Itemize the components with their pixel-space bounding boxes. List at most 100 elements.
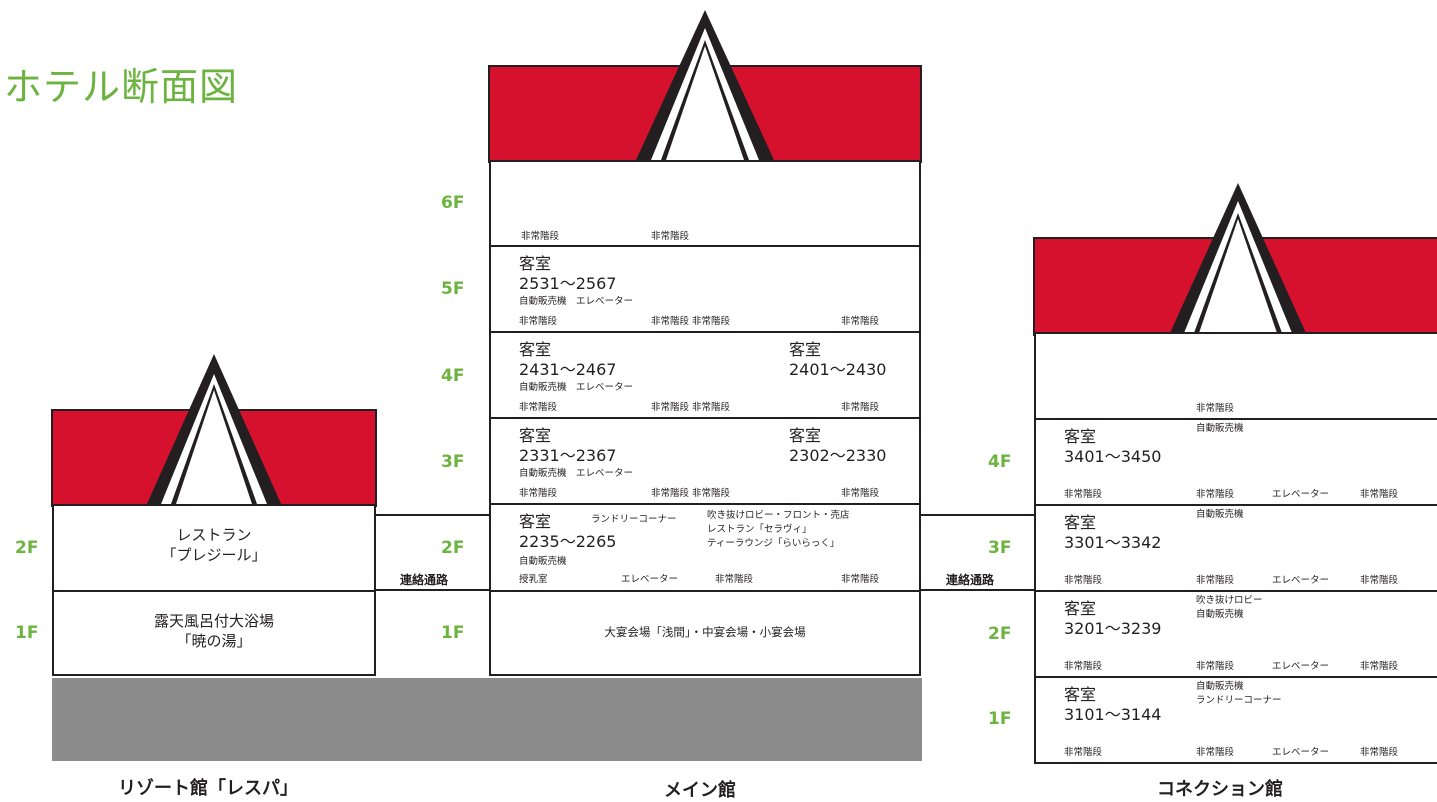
conn-2f-range: 3201〜3239 xyxy=(1064,619,1162,638)
diagram-title: ホテル断面図 xyxy=(4,65,239,109)
main-floor-5f: 客室 2531〜2567 自動販売機 エレベーター 非常階段 非常階段 非常階段… xyxy=(489,245,921,333)
main-4f-range-right: 2401〜2430 xyxy=(789,360,887,379)
passage-label-left: 連絡通路 xyxy=(400,573,449,587)
passage-line-right-bottom xyxy=(921,589,1034,591)
main-1f-banquet: 大宴会場「浅間」・中宴会場・小宴会場 xyxy=(604,625,806,639)
main-3f-range-right: 2302〜2330 xyxy=(789,446,887,465)
conn-3f-stairs-1: 非常階段 xyxy=(1064,575,1103,586)
main-5f-stairs-a: 非常階段 xyxy=(519,316,558,327)
main-2f-vending: 自動販売機 xyxy=(519,556,567,567)
conn-floor-4f: 自動販売機 客室 3401〜3450 非常階段 非常階段 エレベーター 非常階段 xyxy=(1034,418,1437,506)
resort-floor-2f: レストラン 「プレジール」 xyxy=(52,504,376,592)
conn-2f-stairs-3: 非常階段 xyxy=(1360,661,1399,672)
conn-1f-stairs-3: 非常階段 xyxy=(1360,747,1399,758)
main-building-name: メイン館 xyxy=(664,780,736,801)
main-4f-stairs-c: 非常階段 xyxy=(841,402,880,413)
conn-label-3f: 3F xyxy=(988,538,1012,558)
main-4f-range: 2431〜2467 xyxy=(519,360,617,379)
resort-roof xyxy=(51,354,377,507)
conn-4f-stairs-1: 非常階段 xyxy=(1064,489,1103,500)
resort-building-name: リゾート館「レスパ」 xyxy=(118,778,298,799)
conn-3f-vending: 自動販売機 xyxy=(1196,509,1244,520)
conn-floor-top: 非常階段 xyxy=(1034,332,1437,420)
conn-3f-range: 3301〜3342 xyxy=(1064,533,1162,552)
resort-label-1f: 1F xyxy=(15,623,39,643)
main-6f-stairs-b: 非常階段 xyxy=(651,231,690,242)
conn-3f-stairs-2: 非常階段 xyxy=(1196,575,1235,586)
main-2f-restaurant: レストラン「セラヴィ」 xyxy=(707,524,812,535)
conn-3f-elevator: エレベーター xyxy=(1272,575,1330,586)
conn-1f-stairs-2: 非常階段 xyxy=(1196,747,1235,758)
passage-line-right-top xyxy=(921,514,1034,516)
conn-1f-room: 客室 xyxy=(1064,685,1097,704)
passage-label-right: 連絡通路 xyxy=(946,573,995,587)
main-3f-stairs-c: 非常階段 xyxy=(841,488,880,499)
conn-3f-room: 客室 xyxy=(1064,513,1097,532)
main-5f-room: 客室 xyxy=(519,254,552,273)
main-2f-laundry: ランドリーコーナー xyxy=(591,514,677,525)
conn-1f-elevator: エレベーター xyxy=(1272,747,1330,758)
conn-4f-elevator: エレベーター xyxy=(1272,489,1330,500)
conn-2f-stairs-2: 非常階段 xyxy=(1196,661,1235,672)
main-label-2f: 2F xyxy=(441,538,465,558)
ground-band xyxy=(52,678,922,761)
conn-label-4f: 4F xyxy=(988,452,1012,472)
main-3f-stairs-b: 非常階段 非常階段 xyxy=(651,488,731,499)
main-2f-stairs-a: 非常階段 xyxy=(715,574,754,585)
main-4f-stairs-b: 非常階段 非常階段 xyxy=(651,402,731,413)
main-4f-stairs-a: 非常階段 xyxy=(519,402,558,413)
main-5f-range: 2531〜2567 xyxy=(519,274,617,293)
conn-top-stairs: 非常階段 xyxy=(1196,403,1235,414)
main-2f-elevator: エレベーター xyxy=(621,574,679,585)
conn-1f-vending: 自動販売機 xyxy=(1196,681,1244,692)
resort-restaurant-label: レストラン 「プレジール」 xyxy=(161,526,267,564)
resort-bath-label: 露天風呂付大浴場 「暁の湯」 xyxy=(153,612,274,650)
conn-2f-vending: 自動販売機 xyxy=(1196,609,1244,620)
main-floor-6f: 非常階段 非常階段 xyxy=(489,160,921,247)
conn-label-2f: 2F xyxy=(988,624,1012,644)
main-floor-4f: 客室 2431〜2467 自動販売機 エレベーター 客室 2401〜2430 非… xyxy=(489,331,921,419)
conn-1f-range: 3101〜3144 xyxy=(1064,705,1162,724)
main-3f-range: 2331〜2367 xyxy=(519,446,617,465)
conn-4f-range: 3401〜3450 xyxy=(1064,447,1162,466)
main-3f-room: 客室 xyxy=(519,426,552,445)
main-2f-tearoom: ティーラウンジ「らいらっく」 xyxy=(707,538,840,549)
conn-2f-lobby: 吹き抜けロビー xyxy=(1196,595,1263,606)
resort-floor-1f: 露天風呂付大浴場 「暁の湯」 xyxy=(52,590,376,676)
main-floor-1f: 大宴会場「浅間」・中宴会場・小宴会場 xyxy=(489,590,921,676)
main-roof xyxy=(488,10,922,163)
connection-roof xyxy=(1033,183,1437,336)
conn-4f-room: 客室 xyxy=(1064,427,1097,446)
main-floor-2f: 客室 ランドリーコーナー 2235〜2265 吹き抜けロビー・フロント・売店 レ… xyxy=(489,503,921,592)
main-5f-stairs-c: 非常階段 xyxy=(841,316,880,327)
main-3f-stairs-a: 非常階段 xyxy=(519,488,558,499)
conn-4f-vending: 自動販売機 xyxy=(1196,423,1244,434)
main-2f-stairs-b: 非常階段 xyxy=(841,574,880,585)
conn-label-1f: 1F xyxy=(988,709,1012,729)
conn-2f-room: 客室 xyxy=(1064,599,1097,618)
main-2f-range: 2235〜2265 xyxy=(519,532,617,551)
main-label-4f: 4F xyxy=(441,366,465,386)
conn-2f-stairs-1: 非常階段 xyxy=(1064,661,1103,672)
main-4f-room-right: 客室 xyxy=(789,340,822,359)
main-label-6f: 6F xyxy=(441,193,465,213)
resort-label-2f: 2F xyxy=(15,538,39,558)
conn-4f-stairs-2: 非常階段 xyxy=(1196,489,1235,500)
conn-floor-3f: 客室 3301〜3342 非常階段 非常階段 エレベーター 非常階段 自動販売機 xyxy=(1034,504,1437,592)
passage-line-left-top xyxy=(376,514,489,516)
main-4f-room: 客室 xyxy=(519,340,552,359)
main-label-1f: 1F xyxy=(441,623,465,643)
main-4f-facilities: 自動販売機 エレベーター xyxy=(519,382,634,393)
main-label-3f: 3F xyxy=(441,452,465,472)
main-3f-facilities: 自動販売機 エレベーター xyxy=(519,468,634,479)
main-6f-stairs-a: 非常階段 xyxy=(521,231,560,242)
conn-4f-stairs-3: 非常階段 xyxy=(1360,489,1399,500)
conn-1f-stairs-1: 非常階段 xyxy=(1064,747,1103,758)
main-2f-nursing-room: 授乳室 xyxy=(519,574,548,585)
main-label-5f: 5F xyxy=(441,279,465,299)
main-5f-facilities: 自動販売機 エレベーター xyxy=(519,296,634,307)
main-2f-room: 客室 xyxy=(519,512,552,531)
connection-building-name: コネクション館 xyxy=(1157,779,1283,800)
passage-line-left-bottom xyxy=(376,589,489,591)
main-5f-stairs-b: 非常階段 非常階段 xyxy=(651,316,731,327)
